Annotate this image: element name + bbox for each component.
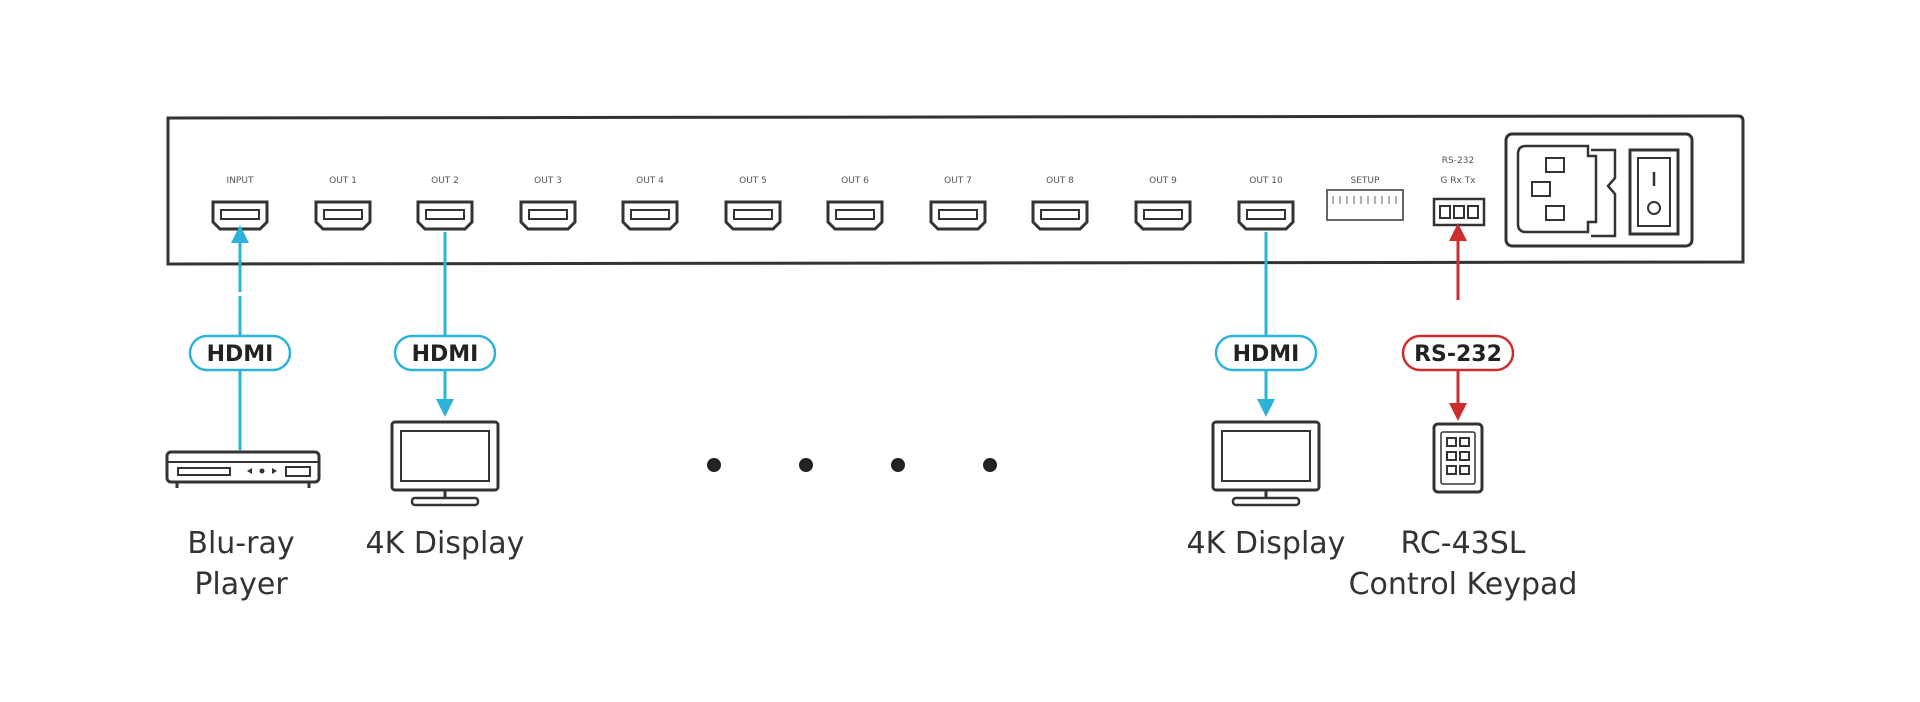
power-module — [1504, 132, 1694, 248]
hdmi-port-icon — [929, 200, 987, 231]
cable-label-rs232: RS-232 — [1401, 334, 1515, 372]
display-a-label: 4K Display — [366, 526, 525, 561]
svg-text:HDMI: HDMI — [412, 342, 479, 367]
port-label-out8: OUT 8 — [1046, 176, 1074, 186]
hdmi-port-icon — [826, 200, 884, 231]
port-label-out1: OUT 1 — [329, 176, 357, 186]
port-label-out6: OUT 6 — [841, 176, 869, 186]
port-label-out7: OUT 7 — [944, 176, 972, 186]
hdmi-port-icon — [416, 200, 474, 231]
bluray-label-line1: Blu-ray — [187, 526, 294, 561]
hdmi-port-icon — [724, 200, 782, 231]
hdmi-port-icon — [211, 200, 269, 231]
keypad-label-line1: RC-43SL — [1400, 526, 1525, 561]
power-socket-icon — [1516, 144, 1617, 238]
hdmi-port-icon — [314, 200, 372, 231]
setup-label: SETUP — [1351, 176, 1380, 186]
port-label-out4: OUT 4 — [636, 176, 664, 186]
port-label-out9: OUT 9 — [1149, 176, 1177, 186]
keypad-icon — [1432, 422, 1484, 494]
bluray-player-icon — [165, 450, 321, 488]
bluray-label-line2: Player — [194, 567, 288, 602]
hdmi-port-icon — [1031, 200, 1089, 231]
monitor-icon — [390, 420, 500, 507]
cable-label-hdmi-input: HDMI — [188, 334, 292, 372]
cable-label-hdmi-out2: HDMI — [393, 334, 497, 372]
hdmi-port-icon — [519, 200, 577, 231]
rs232-terminal — [1432, 197, 1486, 227]
rs232-pins-label: G Rx Tx — [1440, 176, 1476, 186]
monitor-icon — [1211, 420, 1321, 507]
hdmi-port-icon — [621, 200, 679, 231]
port-label-input: INPUT — [227, 176, 254, 186]
hdmi-port-icon — [1237, 200, 1295, 231]
cable-label-hdmi-out10: HDMI — [1214, 334, 1318, 372]
hdmi-port-icon — [1134, 200, 1192, 231]
hdmi-ports — [211, 200, 1295, 231]
port-label-out10: OUT 10 — [1249, 176, 1283, 186]
rs232-port-label: RS-232 — [1442, 156, 1474, 166]
keypad-label-line2: Control Keypad — [1349, 567, 1578, 602]
svg-text:HDMI: HDMI — [1233, 342, 1300, 367]
ellipsis-dots — [707, 458, 997, 472]
display-b-label: 4K Display — [1187, 526, 1346, 561]
port-label-out5: OUT 5 — [739, 176, 767, 186]
port-label-out2: OUT 2 — [431, 176, 459, 186]
power-switch-icon — [1628, 148, 1680, 236]
port-labels: INPUT OUT 1 OUT 2 OUT 3 OUT 4 OUT 5 OUT … — [227, 156, 1477, 186]
svg-text:RS-232: RS-232 — [1414, 342, 1502, 367]
port-label-out3: OUT 3 — [534, 176, 562, 186]
svg-text:HDMI: HDMI — [207, 342, 274, 367]
setup-dip-switch — [1326, 189, 1404, 221]
